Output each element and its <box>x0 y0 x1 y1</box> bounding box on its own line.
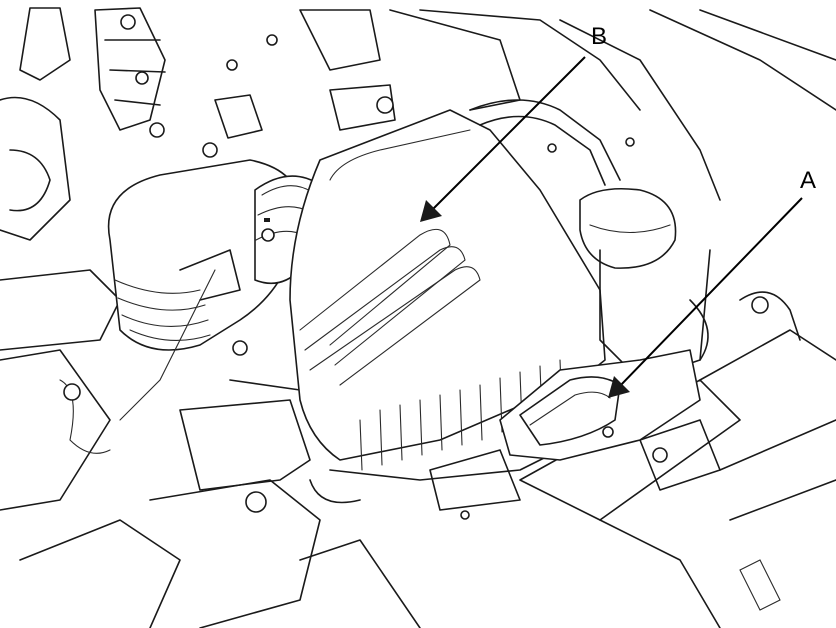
callout-a: A <box>608 167 816 398</box>
breather-hose <box>469 99 635 186</box>
callout-a-arrowhead <box>608 376 630 398</box>
intake-duct <box>429 349 701 520</box>
reservoir-cap <box>579 187 711 381</box>
callout-b-label: B <box>591 23 607 50</box>
air-cleaner-cover <box>289 109 606 504</box>
callout-a-label: A <box>800 167 816 194</box>
callout-b: B <box>420 23 607 222</box>
engine-bay-background <box>0 7 836 628</box>
callout-b-arrowhead <box>420 200 442 222</box>
callout-a-leader <box>617 197 803 389</box>
callout-b-leader <box>429 56 586 213</box>
